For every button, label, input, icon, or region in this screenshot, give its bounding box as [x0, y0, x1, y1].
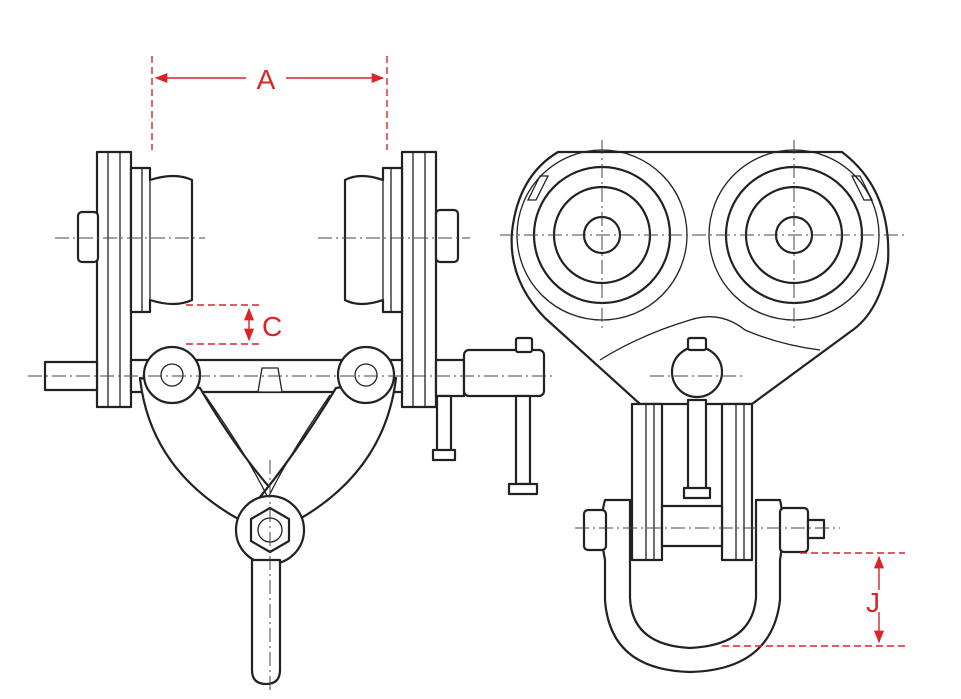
locking-pin-head	[431, 448, 457, 462]
shaft-collar	[434, 358, 466, 398]
left-wheel	[129, 166, 194, 314]
side-view	[500, 140, 905, 674]
right-pivot-eye	[336, 345, 396, 405]
dimension-c-label: C	[262, 311, 282, 342]
dimension-a-label: A	[257, 64, 276, 95]
right-side-plate-edge	[412, 151, 426, 408]
shackle-spacer	[660, 504, 724, 548]
dimension-a: A	[151, 56, 388, 150]
left-side-plate-edge	[107, 151, 121, 408]
left-pivot-eye	[142, 345, 202, 405]
shackle-nut-right	[778, 506, 810, 554]
adjusting-knob	[462, 348, 546, 398]
side-plate-right	[720, 402, 754, 562]
side-plate-left	[630, 402, 664, 562]
dimension-j: J	[722, 552, 905, 647]
left-axle-nut	[76, 210, 100, 264]
cutaway-line	[599, 316, 821, 361]
load-stem	[250, 558, 282, 686]
right-axle-nut	[434, 208, 460, 264]
clamp-bolt-head	[507, 482, 539, 496]
dimension-j-label: J	[866, 587, 880, 618]
front-view	[28, 150, 555, 690]
shaft-spacer	[257, 367, 283, 393]
shackle-pin-left	[582, 508, 608, 552]
shackle	[600, 498, 785, 674]
clamp-bolt	[514, 394, 532, 486]
vertical-pin	[686, 398, 708, 494]
housing-pin	[670, 345, 724, 399]
locking-pin	[435, 394, 453, 454]
right-side-plate	[400, 150, 438, 409]
right-wheel	[343, 166, 404, 314]
knob-top-screw	[514, 336, 534, 354]
left-side-plate	[95, 150, 133, 409]
dimension-c: C	[186, 304, 282, 345]
